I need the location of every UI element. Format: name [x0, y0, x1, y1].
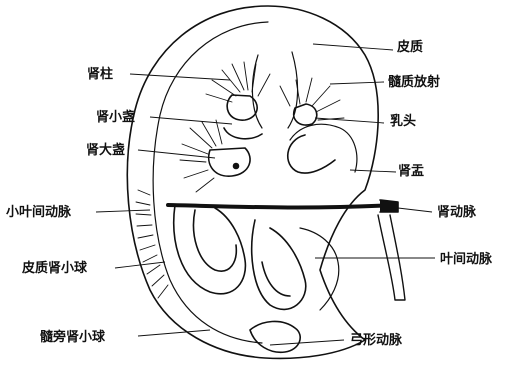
renal-artery-tip	[380, 200, 398, 212]
label-interlobular-artery: 小叶间动脉	[6, 205, 71, 221]
lobe-middle	[252, 220, 306, 309]
lobe-left-inner	[194, 210, 237, 271]
label-cortical-nephron: 皮质肾小球	[22, 261, 87, 277]
calyx-dot	[234, 164, 239, 169]
label-major-calyx: 肾大盏	[86, 143, 125, 159]
papilla-right	[294, 104, 317, 125]
label-renal-pelvis: 肾盂	[398, 164, 424, 180]
minor-calyx-shape	[224, 128, 262, 139]
label-arcuate-artery: 弓形动脉	[350, 333, 402, 349]
label-renal-artery: 肾动脉	[437, 205, 476, 221]
interlobular-fringe	[136, 190, 168, 298]
renal-pelvis-shape	[288, 135, 335, 173]
hilum-inner-line	[290, 124, 357, 172]
label-papilla: 乳头	[390, 114, 416, 130]
major-calyx-shape	[209, 148, 250, 176]
cortex-inner-line	[153, 22, 268, 343]
ureter	[378, 215, 405, 300]
lobe-middle-inner	[262, 262, 290, 296]
lobe-left	[174, 205, 246, 294]
kidney-outline	[127, 6, 378, 358]
label-juxtamedullary-nephron: 髓旁肾小球	[40, 330, 105, 346]
label-cortex: 皮质	[397, 40, 423, 56]
label-minor-calyx: 肾小盏	[96, 110, 135, 126]
renal-artery-shape	[168, 205, 395, 207]
lower-calyx	[250, 321, 300, 352]
label-medullary-rays: 髓质放射	[388, 75, 440, 91]
label-interlobar-artery: 叶间动脉	[440, 252, 492, 268]
renal-column-2	[288, 52, 298, 128]
interlobar-vessel	[300, 228, 339, 310]
label-renal-column: 肾柱	[87, 67, 113, 83]
papilla-upper	[227, 95, 257, 120]
